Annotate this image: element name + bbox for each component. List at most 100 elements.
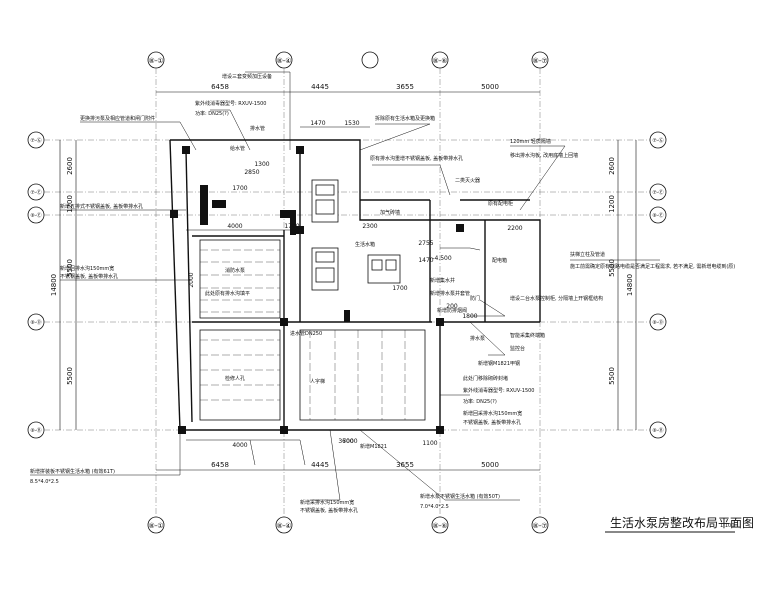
svg-text:新增回采排水沟150mm宽: 新增回采排水沟150mm宽 bbox=[463, 410, 522, 417]
svg-text:排水泵: 排水泵 bbox=[470, 335, 485, 342]
svg-text:⑧-⑥: ⑧-⑥ bbox=[432, 522, 447, 530]
svg-text:2600: 2600 bbox=[608, 157, 616, 175]
svg-text:⑧-Ⓓ: ⑧-Ⓓ bbox=[652, 319, 663, 326]
svg-text:拆除原有生活水箱及更换箱: 拆除原有生活水箱及更换箱 bbox=[375, 115, 435, 122]
svg-text:1700: 1700 bbox=[284, 223, 299, 230]
svg-text:加气砖墙: 加气砖墙 bbox=[380, 209, 400, 216]
drawing-scale: 1:100 bbox=[720, 523, 734, 529]
svg-text:⑦-Ⓔ: ⑦-Ⓔ bbox=[652, 189, 663, 196]
grid-bubble-top-3 bbox=[361, 51, 379, 69]
svg-text:更换排污泵及相应管道和闸门附件: 更换排污泵及相应管道和闸门附件 bbox=[80, 115, 155, 122]
svg-text:7.0*4.0*2.5: 7.0*4.0*2.5 bbox=[420, 504, 449, 510]
svg-text:14800: 14800 bbox=[50, 274, 58, 296]
svg-text:给水管: 给水管 bbox=[230, 145, 245, 152]
svg-text:6458: 6458 bbox=[211, 461, 229, 469]
svg-text:5500: 5500 bbox=[608, 259, 616, 277]
svg-text:1200: 1200 bbox=[66, 195, 74, 213]
tank-hatch bbox=[200, 249, 406, 420]
walls bbox=[169, 139, 541, 431]
svg-text:智能采集终端箱: 智能采集终端箱 bbox=[510, 332, 545, 339]
svg-text:3600: 3600 bbox=[338, 438, 353, 445]
svg-text:⑦-Ⓖ: ⑦-Ⓖ bbox=[30, 137, 41, 144]
svg-text:人字梯: 人字梯 bbox=[310, 378, 325, 385]
grid-labels-side: ⑦-Ⓖ ⑦-Ⓔ ⑧-Ⓔ ⑧-Ⓓ ⑧-Ⓑ ⑦-Ⓖ ⑦-Ⓔ ⑧-Ⓔ ⑧-Ⓓ ⑧-Ⓑ bbox=[30, 137, 663, 434]
svg-text:移出排水沟板, 改用底墙上回墙: 移出排水沟板, 改用底墙上回墙 bbox=[510, 152, 578, 159]
svg-text:消防水泵: 消防水泵 bbox=[225, 267, 245, 274]
grid-labels-top: ⑧-① ⑧-④ ⑧-⑥ ⑧-⑦ bbox=[148, 57, 547, 65]
svg-text:新增钢M1821甲钢: 新增钢M1821甲钢 bbox=[478, 360, 520, 367]
svg-text:3655: 3655 bbox=[396, 461, 414, 469]
svg-text:原有排水沟重增不锈钢盖板, 盖板带排水孔: 原有排水沟重增不锈钢盖板, 盖板带排水孔 bbox=[370, 155, 463, 162]
svg-text:⑧-Ⓔ: ⑧-Ⓔ bbox=[652, 212, 663, 219]
svg-text:施工前需确定原有线路电缆是否满足工程需求, 若不满足, 需新: 施工前需确定原有线路电缆是否满足工程需求, 若不满足, 需新增电缆到(原) bbox=[570, 263, 735, 270]
svg-text:120mm 轻质隔墙: 120mm 轻质隔墙 bbox=[510, 138, 551, 145]
svg-text:1470: 1470 bbox=[310, 120, 325, 127]
pump-equipment bbox=[311, 179, 401, 291]
svg-text:3655: 3655 bbox=[396, 83, 414, 91]
svg-text:⑧-Ⓑ: ⑧-Ⓑ bbox=[30, 427, 41, 434]
svg-text:7000: 7000 bbox=[342, 438, 357, 445]
dims-top: 6458 4445 3655 5000 bbox=[211, 83, 499, 91]
svg-text:⑧-①: ⑧-① bbox=[148, 522, 163, 530]
leader-lines bbox=[30, 71, 660, 501]
svg-text:4445: 4445 bbox=[311, 461, 329, 469]
grid-label-top-1: ⑧-① bbox=[148, 57, 163, 65]
dims-right: 2600 1200 5500 5500 14800 bbox=[608, 157, 634, 385]
columns bbox=[170, 146, 464, 434]
svg-text:扶梯立柱及管道: 扶梯立柱及管道 bbox=[570, 251, 605, 258]
svg-text:⑦-Ⓔ: ⑦-Ⓔ bbox=[30, 189, 41, 196]
svg-text:二类灭火器: 二类灭火器 bbox=[455, 177, 480, 184]
svg-text:进水管DN250: 进水管DN250 bbox=[290, 330, 322, 337]
svg-text:1800: 1800 bbox=[462, 313, 477, 320]
svg-text:5500: 5500 bbox=[608, 367, 616, 385]
svg-text:5000: 5000 bbox=[481, 83, 499, 91]
svg-text:新增采排水沟150mm宽: 新增采排水沟150mm宽 bbox=[300, 499, 354, 506]
svg-text:新增拼装板不锈钢生活水箱 (有效61T): 新增拼装板不锈钢生活水箱 (有效61T) bbox=[30, 468, 115, 475]
svg-text:⑧-Ⓓ: ⑧-Ⓓ bbox=[30, 319, 41, 326]
svg-text:新增防排烟阀: 新增防排烟阀 bbox=[437, 307, 467, 314]
svg-text:1200: 1200 bbox=[608, 195, 616, 213]
svg-text:功率: DN25(?): 功率: DN25(?) bbox=[463, 398, 497, 405]
svg-text:1700: 1700 bbox=[232, 185, 247, 192]
svg-text:监控台: 监控台 bbox=[510, 345, 525, 352]
svg-text:配电箱: 配电箱 bbox=[492, 257, 507, 264]
inner-dims: 1470 1530 1300 1700 2850 4000 1700 2300 … bbox=[188, 120, 523, 449]
svg-text:⑧-Ⓑ: ⑧-Ⓑ bbox=[652, 427, 663, 434]
svg-text:增设三套变频加压设备: 增设三套变频加压设备 bbox=[222, 73, 272, 80]
svg-text:200: 200 bbox=[446, 303, 458, 310]
svg-text:2850: 2850 bbox=[244, 169, 259, 176]
svg-text:增设二台水泵控制柜, 分隔墙上开钢框结构: 增设二台水泵控制柜, 分隔墙上开钢框结构 bbox=[510, 295, 603, 302]
svg-text:2755: 2755 bbox=[418, 240, 433, 247]
svg-text:1700: 1700 bbox=[392, 285, 407, 292]
svg-text:4000: 4000 bbox=[227, 223, 242, 230]
svg-text:新增回排水沟150mm宽: 新增回排水沟150mm宽 bbox=[60, 265, 114, 272]
svg-text:1470: 1470 bbox=[418, 257, 433, 264]
grid-label-top-2: ⑧-④ bbox=[276, 57, 291, 65]
svg-text:1530: 1530 bbox=[344, 120, 359, 127]
svg-text:紫外线消毒器型号: RXUV-1500: 紫外线消毒器型号: RXUV-1500 bbox=[463, 387, 535, 394]
svg-text:新增五排式不锈钢盖板, 盖板带排水孔: 新增五排式不锈钢盖板, 盖板带排水孔 bbox=[60, 203, 143, 210]
svg-text:⑧-④: ⑧-④ bbox=[276, 522, 291, 530]
grid-label-top-4: ⑧-⑥ bbox=[432, 57, 447, 65]
tank-outlines bbox=[199, 239, 426, 421]
svg-text:不锈钢盖板, 盖板带排水孔: 不锈钢盖板, 盖板带排水孔 bbox=[463, 419, 521, 426]
svg-text:⑧-⑦: ⑧-⑦ bbox=[532, 522, 547, 530]
svg-text:2600: 2600 bbox=[66, 157, 74, 175]
svg-text:2300: 2300 bbox=[362, 223, 377, 230]
svg-text:不锈钢盖板, 盖板带排水孔: 不锈钢盖板, 盖板带排水孔 bbox=[300, 507, 358, 514]
svg-text:2200: 2200 bbox=[507, 225, 522, 232]
svg-text:4000: 4000 bbox=[232, 442, 247, 449]
svg-text:新增水泵不锈钢生活水箱 (有效50T): 新增水泵不锈钢生活水箱 (有效50T) bbox=[420, 493, 500, 500]
grid-bubbles-side bbox=[27, 131, 667, 439]
svg-text:不锈钢盖板, 盖板带排水孔: 不锈钢盖板, 盖板带排水孔 bbox=[60, 273, 118, 280]
grid-bubbles-bottom bbox=[147, 516, 549, 534]
svg-text:检修人孔: 检修人孔 bbox=[225, 375, 245, 382]
pump-unit-3 bbox=[367, 254, 401, 284]
dims-left: 2600 1200 5500 5500 14800 bbox=[50, 157, 74, 385]
svg-text:6458: 6458 bbox=[211, 83, 229, 91]
grid-labels-bottom: ⑧-① ⑧-④ ⑧-⑥ ⑧-⑦ bbox=[148, 522, 547, 530]
svg-text:原有配电柜: 原有配电柜 bbox=[488, 200, 513, 207]
grid-label-top-5: ⑧-⑦ bbox=[532, 57, 547, 65]
svg-text:紫外线消毒器型号: RXUV-1500: 紫外线消毒器型号: RXUV-1500 bbox=[195, 100, 267, 107]
svg-text:新增排水泵并套管: 新增排水泵并套管 bbox=[430, 290, 470, 297]
